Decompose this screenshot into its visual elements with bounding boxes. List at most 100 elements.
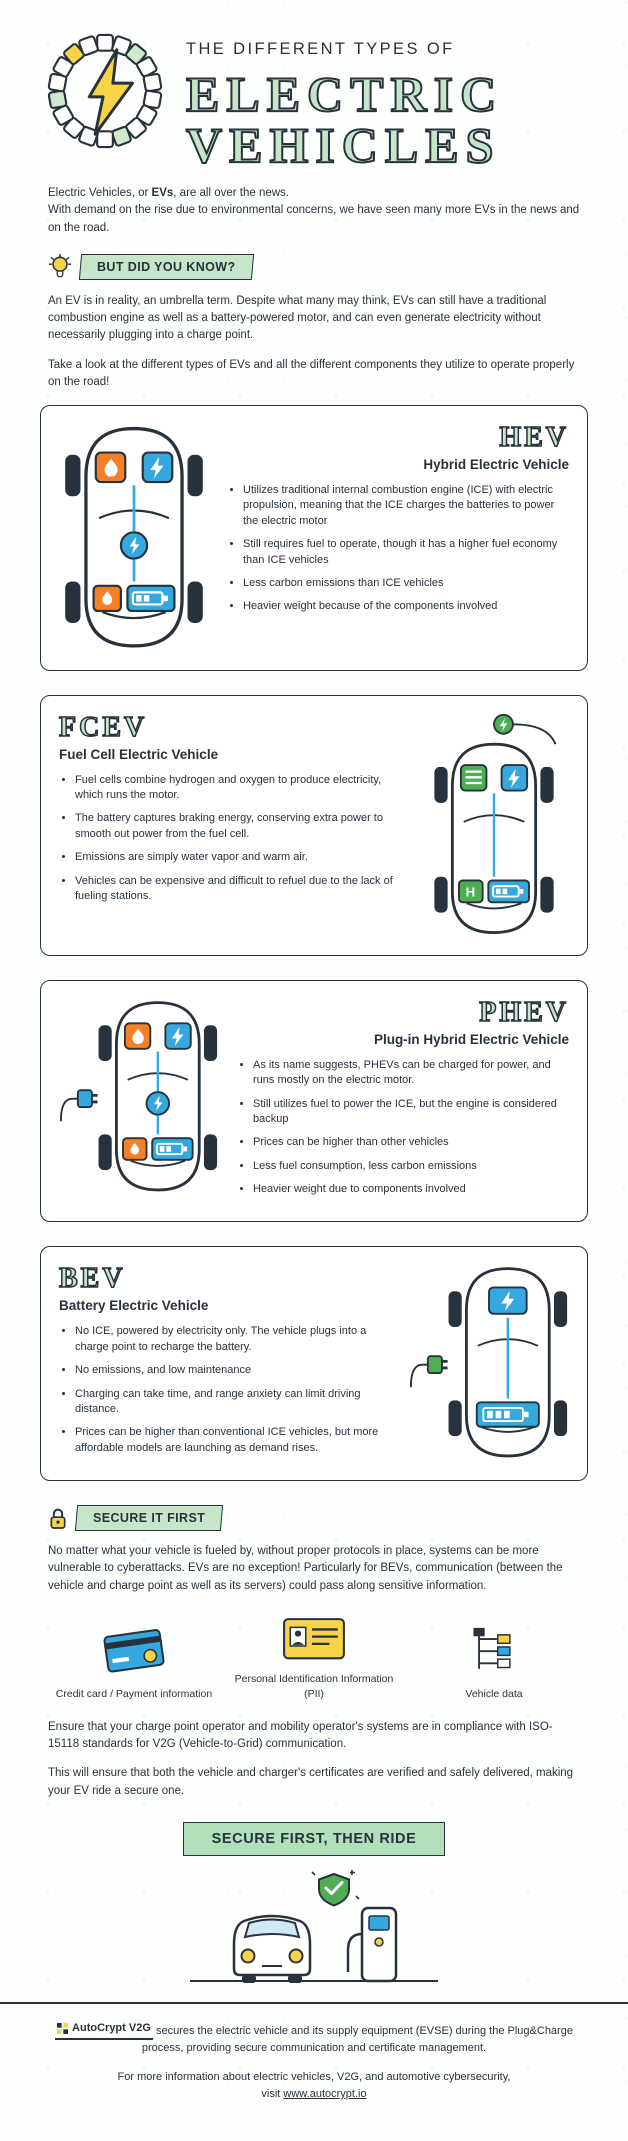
title-kicker: THE DIFFERENT TYPES OF — [186, 40, 455, 58]
car-front-icon — [232, 1914, 312, 1983]
vehicle-data-icon — [473, 1628, 511, 1670]
svg-text:H: H — [466, 884, 476, 899]
charging-plug-icon — [493, 713, 557, 745]
fcev-abbr: FCEV — [58, 711, 148, 744]
battery-icon — [487, 879, 530, 903]
bullet-item: No ICE, powered by electricity only. The… — [75, 1324, 391, 1355]
wheel-icon — [65, 454, 203, 623]
bev-card-media — [409, 1263, 569, 1464]
bev-abbr: BEV — [58, 1263, 126, 1296]
phev-card-body: PHEV Plug-in Hybrid Electric Vehicle As … — [237, 996, 569, 1206]
take-a-look-paragraph: Take a look at the different types of EV… — [48, 358, 575, 388]
secure-it-first-label: SECURE IT FIRST — [93, 1511, 206, 1526]
bullet-item: Heavier weight due to components involve… — [253, 1182, 569, 1197]
fcev-card-media: H — [419, 712, 569, 939]
bullet-item: Less fuel consumption, less carbon emiss… — [253, 1159, 569, 1174]
certificates-paragraph: This will ensure that both the vehicle a… — [48, 1767, 574, 1797]
phev-abbr: PHEV — [478, 996, 569, 1029]
hev-name: Hybrid Electric Vehicle — [423, 457, 569, 472]
bullet-item: Prices can be higher than other vehicles — [253, 1135, 569, 1150]
security-section: SECURE IT FIRST No matter what your vehi… — [0, 1505, 628, 1800]
battery-icon — [475, 1401, 540, 1429]
pii-data-item: Personal Identification Information (PII… — [232, 1615, 396, 1701]
title-block: THE DIFFERENT TYPES OF ELECTRIC VEHICLES — [185, 32, 504, 173]
bullet-item: Still utilizes fuel to power the ICE, bu… — [253, 1097, 569, 1128]
bullet-item: Charging can take time, and range anxiet… — [75, 1387, 391, 1418]
intro-bold-evs: EVs — [151, 187, 174, 199]
intro-text-post: , are all over the news. — [173, 187, 289, 199]
charging-plug-icon — [409, 1355, 448, 1388]
bev-car-group — [448, 1267, 568, 1458]
battery-icon — [151, 1136, 194, 1161]
vehicle-data-item: Vehicle data — [412, 1615, 576, 1701]
ev-logo — [46, 32, 164, 155]
bullet-item: The battery captures braking energy, con… — [75, 811, 401, 842]
brand-description: secures the electric vehicle and its sup… — [141, 2024, 573, 2054]
bev-card-header: BEV Battery Electric Vehicle — [58, 1263, 391, 1314]
payment-data-label: Credit card / Payment information — [55, 1687, 213, 1700]
wheel-icon — [448, 1291, 568, 1437]
inverter-icon — [500, 763, 529, 792]
credit-card-icon — [103, 1629, 165, 1673]
footer-visit-pre: visit — [261, 2087, 284, 2100]
did-you-know-badge: BUT DID YOU KNOW? — [78, 253, 254, 280]
hev-bullet-list: Utilizes traditional internal combustion… — [227, 483, 569, 615]
hev-card-body: HEV Hybrid Electric Vehicle Utilizes tra… — [227, 421, 569, 654]
title-vehicles: VEHICLES — [185, 117, 501, 173]
intro-section: Electric Vehicles, or EVs, are all over … — [0, 185, 628, 237]
did-you-know-badge-label: BUT DID YOU KNOW? — [97, 259, 236, 274]
electric-motor-icon — [145, 1090, 171, 1116]
fcev-card-header: FCEV Fuel Cell Electric Vehicle — [58, 711, 401, 762]
autocrypt-link[interactable]: www.autocrypt.io — [283, 2087, 367, 2100]
charging-plug-icon — [59, 1088, 98, 1121]
intro-line2: With demand on the rise due to environme… — [48, 204, 580, 234]
hev-car-diagram — [65, 426, 203, 648]
ev-charging-illustration — [190, 1869, 438, 1983]
header: THE DIFFERENT TYPES OF ELECTRIC VEHICLES — [0, 26, 628, 185]
bullet-item: Utilizes traditional internal combustion… — [243, 483, 569, 529]
vehicle-data-label: Vehicle data — [465, 1687, 523, 1700]
phev-card-media — [59, 997, 219, 1206]
umbrella-term-paragraph: An EV is in reality, an umbrella term. D… — [48, 294, 547, 342]
secure-first-then-ride-badge: SECURE FIRST, THEN RIDE — [182, 1821, 446, 1856]
sensitive-data-row: Credit card / Payment information Person… — [52, 1615, 576, 1701]
pii-data-label: Personal Identification Information (PII… — [234, 1673, 394, 1700]
bullet-item: As its name suggests, PHEVs can be charg… — [253, 1058, 569, 1089]
brand-grid-icon — [57, 2022, 69, 2034]
phev-name: Plug-in Hybrid Electric Vehicle — [373, 1031, 569, 1047]
bev-card-body: BEV Battery Electric Vehicle No ICE, pow… — [58, 1263, 391, 1464]
bullet-item: Emissions are simply water vapor and war… — [75, 850, 401, 865]
cta-row: SECURE FIRST, THEN RIDE — [0, 1821, 628, 1856]
fcev-car-diagram: H — [434, 713, 557, 934]
fcev-car-group: H — [434, 742, 554, 934]
fuel-cell-icon — [459, 763, 488, 792]
phev-car-group — [98, 1000, 218, 1192]
hev-card-header: HEV Hybrid Electric Vehicle — [227, 421, 569, 472]
footer-brand-paragraph: AutoCrypt V2G secures the electric vehic… — [50, 2020, 578, 2057]
charge-port-icon — [488, 1287, 528, 1316]
autocrypt-v2g-logo: AutoCrypt V2G — [55, 2020, 153, 2040]
hev-card-media — [59, 422, 209, 654]
inverter-icon — [164, 1022, 192, 1050]
title-electric: ELECTRIC — [185, 66, 504, 122]
bullet-item: Heavier weight because of the components… — [243, 599, 569, 614]
phev-bullet-list: As its name suggests, PHEVs can be charg… — [237, 1058, 569, 1198]
cyberattack-paragraph: No matter what your vehicle is fueled by… — [48, 1545, 563, 1592]
lightning-bolt-icon — [47, 33, 163, 149]
phev-card: PHEV Plug-in Hybrid Electric Vehicle As … — [40, 979, 588, 1223]
fuel-tank-icon — [122, 1136, 148, 1161]
footer: AutoCrypt V2G secures the electric vehic… — [0, 2001, 628, 2141]
electric-motor-icon — [119, 531, 149, 560]
hydrogen-tank-icon: H — [458, 879, 484, 903]
hev-card: HEV Hybrid Electric Vehicle Utilizes tra… — [40, 405, 588, 671]
did-you-know-section: BUT DID YOU KNOW? An EV is in reality, a… — [0, 253, 628, 391]
wheel-icon — [98, 1024, 218, 1170]
bullet-item: No emissions, and low maintenance — [75, 1363, 391, 1378]
bullet-item: Prices can be higher than conventional I… — [75, 1425, 391, 1456]
ice-engine-icon — [123, 1022, 152, 1050]
brand-name: AutoCrypt V2G — [72, 2021, 151, 2034]
did-you-know-badge-row: BUT DID YOU KNOW? — [48, 253, 580, 281]
fcev-card: FCEV Fuel Cell Electric Vehicle Fuel cel… — [40, 694, 588, 956]
padlock-icon — [50, 1508, 66, 1530]
